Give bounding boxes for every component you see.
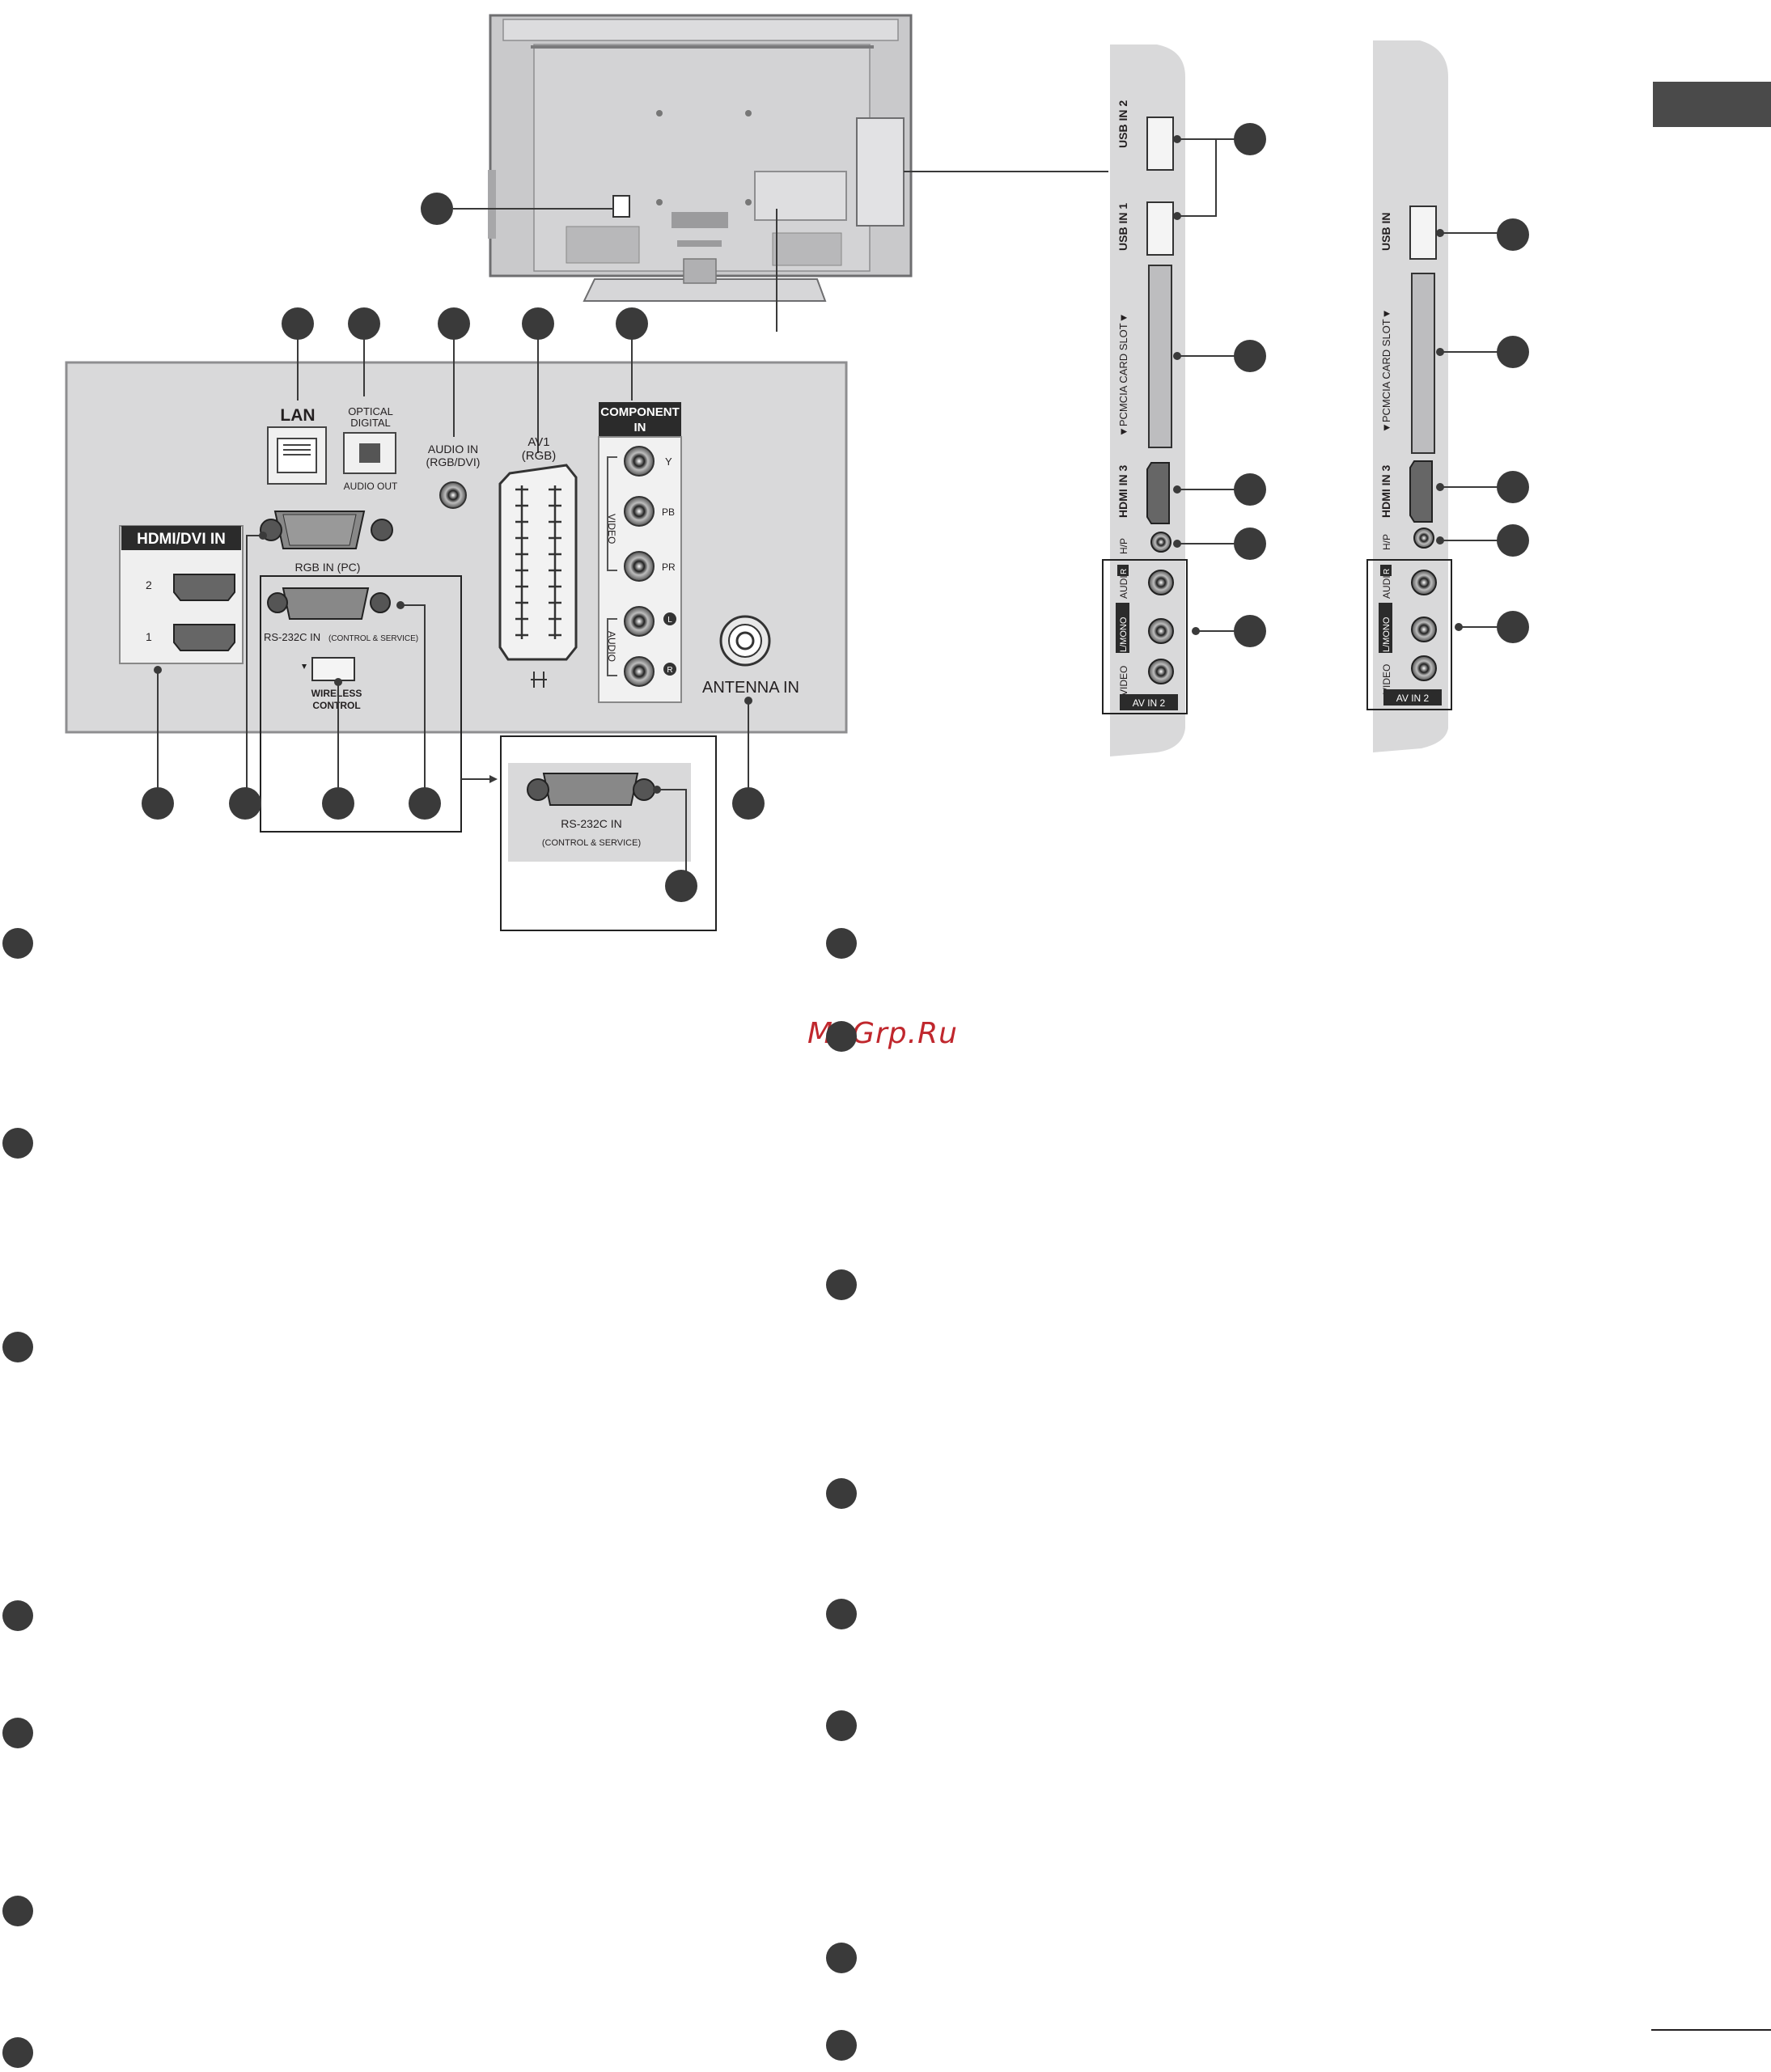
rs232c-inset: RS-232C IN (CONTROL & SERVICE) xyxy=(500,735,717,931)
bullet-marker xyxy=(2,2037,33,2068)
inset-rs232c-label: RS-232C IN xyxy=(561,817,621,830)
wireless-label-2: CONTROL xyxy=(312,700,360,711)
bullet-markers-right xyxy=(826,928,857,2061)
rear-callouts xyxy=(421,171,1108,332)
bottom-callouts xyxy=(142,532,765,820)
audio-out-label: AUDIO OUT xyxy=(344,481,398,492)
bullet-marker xyxy=(826,1478,857,1509)
usb-in-1-label: USB IN 1 xyxy=(1116,203,1129,251)
rear-connection-panel: LAN OPTICAL DIGITAL AUDIO OUT AUDIO IN (… xyxy=(65,307,848,833)
bullet-marker xyxy=(2,1600,33,1631)
r-label: R xyxy=(1120,569,1129,574)
video-b-label: VIDEO xyxy=(1381,664,1392,694)
bullet-marker xyxy=(2,928,33,959)
side-panel-a: USB IN 2 USB IN 1 ▼PCMCIA CARD SLOT▼ HDM… xyxy=(1102,44,1188,756)
hp-b-label: H/P xyxy=(1381,534,1392,550)
hdmi-in-3-b-label: HDMI IN 3 xyxy=(1379,464,1392,518)
comp-r-label: R xyxy=(667,666,672,675)
audio-group-label: AUDIO xyxy=(606,631,617,662)
bullet-markers-left xyxy=(2,928,33,2068)
bullet-marker xyxy=(826,1710,857,1741)
bullet-marker xyxy=(2,1128,33,1159)
bullet-marker xyxy=(2,1896,33,1926)
av-in-2-label: AV IN 2 xyxy=(1133,697,1166,709)
section-tab xyxy=(1653,82,1771,127)
audio-in-label-1: AUDIO IN xyxy=(428,443,478,456)
rs232c-sub-label: (CONTROL & SERVICE) xyxy=(328,634,418,643)
lan-label: LAN xyxy=(280,406,315,425)
av1-label-2: (RGB) xyxy=(522,449,557,463)
bullet-marker xyxy=(826,2030,857,2061)
rs232c-label: RS-232C IN xyxy=(264,631,320,643)
comp-pr-label: PR xyxy=(662,561,676,573)
antenna-in-label: ANTENNA IN xyxy=(702,679,799,697)
usb-in-label: USB IN xyxy=(1379,213,1392,251)
side-panel-a-callouts xyxy=(1173,123,1266,647)
bullet-marker xyxy=(826,928,857,959)
bullet-marker xyxy=(826,1599,857,1629)
video-group-label: VIDEO xyxy=(606,514,617,544)
rgb-in-pc-label: RGB IN (PC) xyxy=(295,561,361,574)
l-mono-label: L/MONO xyxy=(1119,617,1129,652)
wireless-label-1: WIRELESS xyxy=(311,688,362,699)
l-mono-b-label: L/MONO xyxy=(1382,617,1392,652)
hp-label: H/P xyxy=(1118,538,1129,554)
hdmi-1-label: 1 xyxy=(146,630,152,643)
optical-label-2: DIGITAL xyxy=(350,417,391,429)
comp-y-label: Y xyxy=(665,456,672,468)
hdmi-in-3-label: HDMI IN 3 xyxy=(1116,464,1129,518)
bullet-marker xyxy=(2,1718,33,1748)
av1-label-1: AV1 xyxy=(527,435,549,449)
pcmcia-b-label: ▼PCMCIA CARD SLOT▼ xyxy=(1380,308,1392,433)
comp-l-label: L xyxy=(667,616,672,625)
r-b-label: R xyxy=(1383,569,1392,574)
video-label: VIDEO xyxy=(1118,666,1129,696)
hdmi-dvi-label: HDMI/DVI IN xyxy=(137,531,226,548)
inset-rs232c-sub-label: (CONTROL & SERVICE) xyxy=(542,838,641,848)
bullet-marker xyxy=(2,1332,33,1362)
component-label-2: IN xyxy=(634,421,646,434)
bullet-marker xyxy=(826,1021,857,1052)
footer-rule xyxy=(1651,2029,1771,2031)
tv-rear-view xyxy=(488,14,913,302)
audio-in-label-2: (RGB/DVI) xyxy=(426,456,481,468)
component-label-1: COMPONENT xyxy=(600,405,680,419)
optical-label-1: OPTICAL xyxy=(348,405,393,417)
side-panel-b-callouts xyxy=(1436,218,1529,643)
av-in-2-b-label: AV IN 2 xyxy=(1396,693,1430,704)
pcmcia-label: ▼PCMCIA CARD SLOT▼ xyxy=(1117,312,1129,437)
usb-in-2-label: USB IN 2 xyxy=(1116,100,1129,148)
comp-pb-label: PB xyxy=(662,506,675,518)
bullet-marker xyxy=(826,1943,857,1973)
side-panel-b: USB IN ▼PCMCIA CARD SLOT▼ HDMI IN 3 H/P … xyxy=(1366,40,1452,752)
hdmi-2-label: 2 xyxy=(146,578,152,591)
bullet-marker xyxy=(826,1269,857,1300)
